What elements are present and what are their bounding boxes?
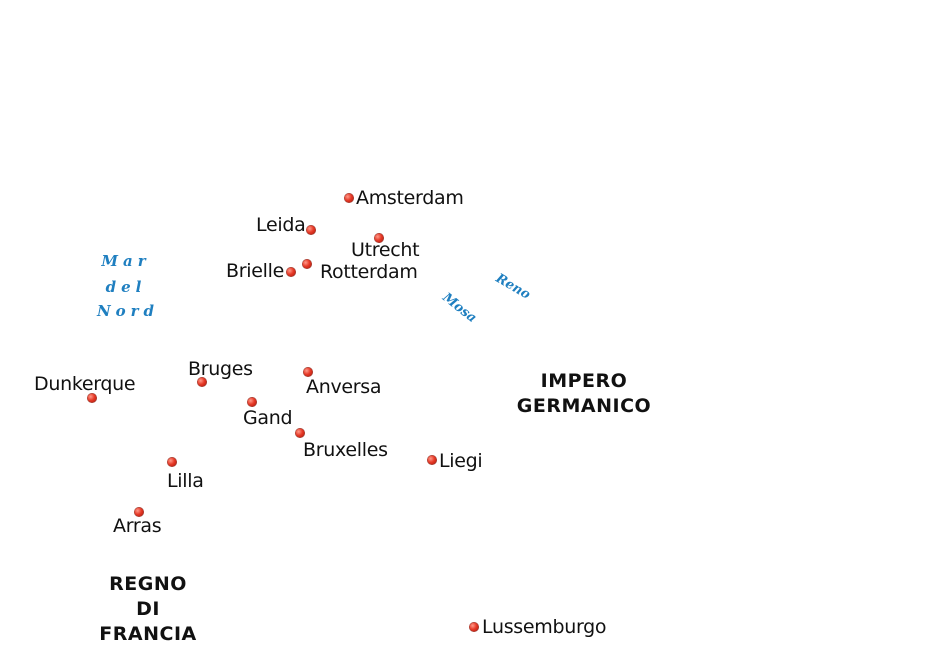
city-label-amsterdam: Amsterdam — [356, 187, 464, 209]
region-label-impero-line-2: GERMANICO — [516, 395, 652, 417]
city-label-anversa: Anversa — [306, 376, 382, 398]
sea-label-line-3: Nord — [96, 302, 160, 320]
region-label-impero-line-1: IMPERO — [540, 370, 628, 392]
region-label-regno-di-francia: REGNO DI FRANCIA — [83, 572, 213, 647]
city-marker-lilla — [167, 457, 177, 467]
city-marker-brielle — [286, 267, 296, 277]
city-marker-lussemburgo — [469, 622, 479, 632]
sea-label-line-2: del — [105, 278, 147, 296]
city-label-rotterdam: Rotterdam — [320, 261, 418, 283]
city-marker-amsterdam — [344, 193, 354, 203]
city-label-lilla: Lilla — [167, 470, 204, 492]
city-marker-bruxelles — [295, 428, 305, 438]
city-marker-utrecht — [374, 233, 384, 243]
city-marker-gand — [247, 397, 257, 407]
river-label-reno: Reno — [493, 271, 533, 303]
city-label-arras: Arras — [113, 515, 162, 537]
city-label-utrecht: Utrecht — [351, 239, 420, 261]
city-label-liegi: Liegi — [439, 450, 483, 472]
city-label-brielle: Brielle — [226, 260, 284, 282]
city-label-gand: Gand — [243, 407, 293, 429]
sea-label-line-1: Mar — [101, 252, 151, 270]
city-marker-rotterdam — [302, 259, 312, 269]
city-marker-arras — [134, 507, 144, 517]
city-label-bruxelles: Bruxelles — [303, 439, 388, 461]
city-marker-dunkerque — [87, 393, 97, 403]
region-label-impero-germanico: IMPERO GERMANICO — [500, 369, 668, 419]
city-marker-leida — [306, 225, 316, 235]
region-label-regno-line-3: FRANCIA — [99, 623, 197, 645]
city-marker-liegi — [427, 455, 437, 465]
city-label-lussemburgo: Lussemburgo — [482, 616, 607, 638]
city-label-leida: Leida — [256, 214, 306, 236]
city-marker-bruges — [197, 377, 207, 387]
region-label-regno-line-1: REGNO — [109, 573, 187, 595]
city-marker-anversa — [303, 367, 313, 377]
city-label-bruges: Bruges — [188, 358, 253, 380]
region-label-regno-line-2: DI — [136, 598, 160, 620]
river-label-mosa: Mosa — [439, 290, 480, 326]
city-label-dunkerque: Dunkerque — [34, 373, 136, 395]
